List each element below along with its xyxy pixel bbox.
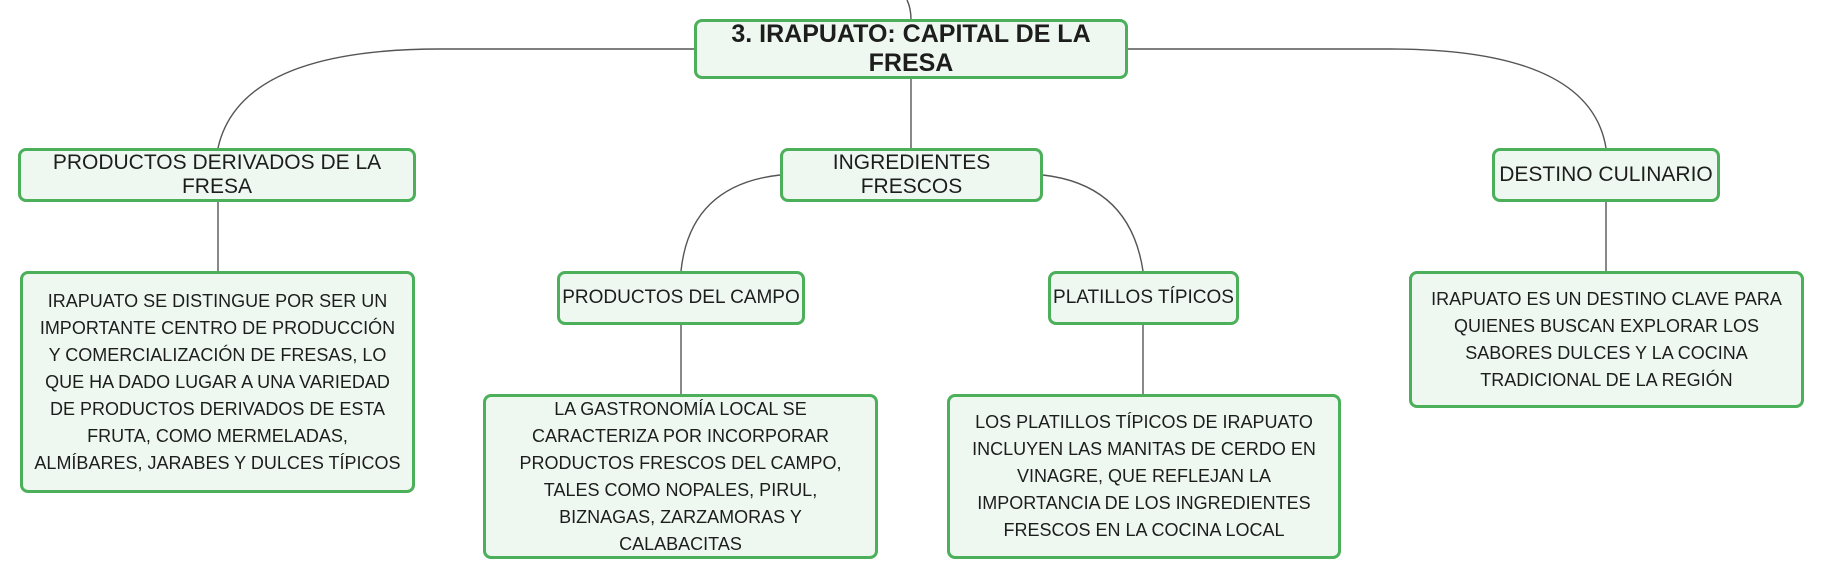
root-topic[interactable]: 3. IRAPUATO: CAPITAL DE LA FRESA: [694, 19, 1128, 79]
topic-platillos-tipicos[interactable]: PLATILLOS TÍPICOS: [1048, 271, 1239, 325]
detail-productos-del-campo[interactable]: LA GASTRONOMÍA LOCAL SE CARACTERIZA POR …: [483, 394, 878, 559]
connector-root-productos-derivados: [217, 48, 694, 149]
topic-productos-del-campo[interactable]: PRODUCTOS DEL CAMPO: [557, 271, 805, 325]
connector-root-destino: [1128, 48, 1607, 149]
detail-productos-derivados[interactable]: IRAPUATO SE DISTINGUE POR SER UN IMPORTA…: [20, 271, 415, 493]
connector-ingredientes-campo: [680, 174, 781, 272]
detail-destino-culinario[interactable]: IRAPUATO ES UN DESTINO CLAVE PARA QUIENE…: [1409, 271, 1804, 408]
connector-ingredientes-platillos: [1042, 174, 1144, 272]
connector-parent: [906, 0, 912, 21]
topic-destino-culinario[interactable]: DESTINO CULINARIO: [1492, 148, 1720, 202]
topic-ingredientes-frescos[interactable]: INGREDIENTES FRESCOS: [780, 148, 1043, 202]
topic-productos-derivados[interactable]: PRODUCTOS DERIVADOS DE LA FRESA: [18, 148, 416, 202]
detail-platillos-tipicos[interactable]: LOS PLATILLOS TÍPICOS DE IRAPUATO INCLUY…: [947, 394, 1341, 559]
